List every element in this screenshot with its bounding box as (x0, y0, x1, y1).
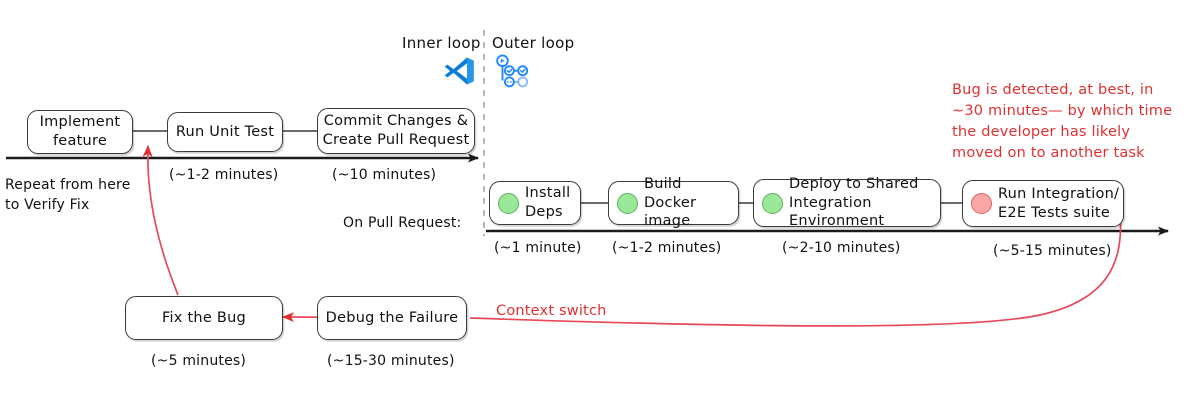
node-label: Run Unit Test (175, 123, 275, 140)
node-debug-the-failure[interactable]: Debug the Failure (317, 296, 467, 340)
node-build-docker-image[interactable]: Build Docker image (608, 176, 739, 229)
node-label: Install Deps (525, 185, 571, 220)
duration-commit-changes: (~10 minutes) (332, 167, 437, 183)
status-dot-green (762, 192, 783, 214)
node-run-unit-test[interactable]: Run Unit Test (167, 112, 283, 152)
annotation-repeat-from-here: Repeat from here to Verify Fix (5, 177, 131, 213)
annotation-bug-detected: Bug is detected, at best, in ~30 minutes… (952, 82, 1173, 162)
node-run-integration-e2e-tests[interactable]: Run Integration/ E2E Tests suite (962, 180, 1124, 227)
duration-install-deps: (~1 minute) (494, 240, 582, 256)
node-label: Implement feature (39, 114, 121, 149)
node-fix-the-bug[interactable]: Fix the Bug (125, 296, 283, 340)
outer-loop-trigger-label: On Pull Request: (343, 215, 462, 231)
duration-integration-tests: (~5-15 minutes) (993, 243, 1112, 259)
outer-loop-label: Outer loop (492, 34, 575, 52)
node-install-deps[interactable]: Install Deps (489, 181, 581, 225)
duration-build-docker-image: (~1-2 minutes) (612, 240, 722, 256)
node-label: Run Integration/ E2E Tests suite (998, 185, 1120, 221)
node-implement-feature[interactable]: Implement feature (27, 110, 133, 154)
node-commit-changes-create-pr[interactable]: Commit Changes & Create Pull Request (317, 108, 475, 154)
status-dot-pink (971, 193, 992, 214)
node-label: Deploy to Shared Integration Environment (789, 176, 919, 230)
status-dot-green (617, 192, 638, 214)
annotation-context-switch: Context switch (496, 303, 607, 319)
arrow-fix-to-inner-loop (142, 145, 179, 296)
inner-loop-label: Inner loop (402, 34, 481, 52)
pipeline-workflow-icon (493, 53, 531, 91)
arrow-tests-to-debug (469, 213, 1122, 327)
duration-fix-the-bug: (~5 minutes) (151, 353, 247, 369)
node-label: Fix the Bug (161, 309, 246, 326)
duration-debug-the-failure: (~15-30 minutes) (327, 353, 455, 369)
duration-deploy-environment: (~2-10 minutes) (782, 240, 901, 256)
vscode-icon (443, 55, 475, 87)
node-deploy-to-shared-integration-environment[interactable]: Deploy to Shared Integration Environment (753, 176, 941, 229)
node-label: Build Docker image (644, 176, 697, 230)
duration-run-unit-test: (~1-2 minutes) (169, 167, 279, 183)
node-label: Debug the Failure (325, 309, 459, 326)
status-dot-green (498, 192, 519, 214)
node-label: Commit Changes & Create Pull Request (322, 113, 470, 148)
